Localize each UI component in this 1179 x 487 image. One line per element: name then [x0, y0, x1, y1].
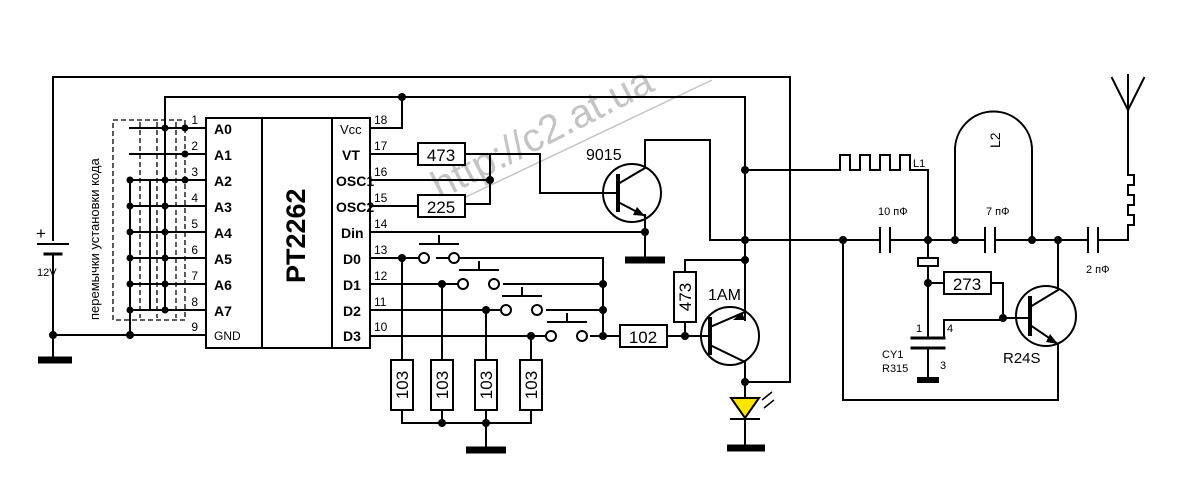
led	[727, 391, 775, 452]
capacitor-c3-label: 2 пФ	[1086, 264, 1110, 276]
transistor-9015-label: 9015	[586, 147, 622, 164]
ic-name: PT2262	[281, 188, 311, 283]
osc-wires	[369, 153, 665, 264]
pin-label: GND	[214, 329, 241, 343]
pin-label: VT	[342, 147, 360, 163]
pin-number: 10	[374, 320, 388, 334]
key-junctions	[398, 254, 607, 427]
push-buttons	[418, 235, 588, 342]
pin-number: 6	[191, 243, 198, 257]
ic-pt2262	[205, 117, 371, 349]
pin-label: A5	[214, 251, 232, 267]
top-rails	[52, 76, 791, 383]
pin-number: 15	[374, 191, 388, 205]
pin-label: D1	[343, 277, 361, 293]
resonator-part: R315	[882, 363, 908, 375]
pin-label: A4	[214, 225, 232, 241]
jumper-dots	[126, 124, 189, 314]
pin-label: A6	[214, 277, 232, 293]
resistor-rf-value: 273	[953, 275, 981, 294]
capacitors	[879, 227, 1099, 253]
pin-number: 13	[374, 243, 388, 257]
pin-number: 4	[191, 191, 198, 205]
transistor-1am-label: 1AM	[708, 287, 741, 304]
pin-number: 9	[191, 320, 198, 334]
resistor-osc	[417, 194, 466, 218]
resistor-pd-value: 103	[393, 371, 412, 399]
rf-wires	[744, 154, 1129, 401]
resonator-pin1: 1	[916, 323, 922, 335]
pin-label: A1	[214, 147, 232, 163]
resistor-pd-value: 103	[433, 371, 452, 399]
pin-label: D2	[343, 303, 361, 319]
junction	[398, 93, 406, 101]
led-resistor	[673, 259, 746, 337]
battery-plus: +	[36, 224, 46, 243]
jumper-label: перемычки установки кода	[87, 158, 102, 320]
pin-number: 5	[191, 217, 198, 231]
capacitor-c1-label: 10 пФ	[878, 206, 908, 218]
pin-label: D3	[343, 328, 361, 344]
resonator-cy1	[910, 239, 1001, 383]
junction	[1054, 236, 1062, 244]
pin-number: 2	[191, 139, 198, 153]
transistor-r24s	[1015, 285, 1077, 347]
inductor-l2	[954, 110, 1033, 241]
pin-number: 7	[191, 269, 198, 283]
pin-label: OSC1	[336, 173, 374, 189]
resistor-vt-value: 473	[427, 146, 455, 165]
inductor-l1-label: L1	[913, 158, 925, 170]
ic-right-pins: 18 Vcc 17 VT 16 OSC1 15 OSC2 14 Din 13 D…	[336, 113, 388, 344]
transistor-r24s-label: R24S	[1003, 350, 1041, 367]
pin-number: 11	[374, 295, 387, 309]
resistor-led-value: 473	[676, 283, 695, 311]
resistor-pd-value: 103	[477, 371, 496, 399]
watermark: http://c2.at.ua	[424, 58, 661, 208]
pin-number: 3	[191, 165, 198, 179]
pin-label: A0	[214, 121, 232, 137]
resonator-pin3: 3	[940, 360, 946, 372]
battery-12v	[37, 243, 72, 364]
resonator-name: CY1	[882, 349, 903, 361]
resonator-pin4: 4	[947, 323, 953, 335]
pin-label: A3	[214, 199, 232, 215]
ic-left-pins: 1 A0 2 A1 3 A2 4 A3 5 A4 6 A5 7 A6 8 A7 …	[191, 113, 241, 343]
inductor-l2-label: L2	[987, 132, 1003, 148]
battery-voltage: 12V	[37, 267, 57, 279]
pin-label: Din	[341, 225, 364, 241]
pin-label: Vcc	[340, 122, 362, 137]
resistor-pd-value: 103	[522, 371, 541, 399]
pin-number: 12	[374, 269, 388, 283]
pin-number: 8	[191, 295, 198, 309]
transistor-9015	[602, 139, 746, 241]
junction	[839, 236, 847, 244]
resistor-osc-value: 225	[427, 198, 455, 217]
resistor-base-value: 102	[629, 328, 657, 347]
pin-number: 14	[374, 217, 388, 231]
pin-label: A7	[214, 303, 232, 319]
junction	[49, 331, 57, 339]
pin-label: A2	[214, 173, 232, 189]
junction	[486, 176, 494, 184]
pin-number: 1	[191, 113, 198, 127]
watermark-underline	[429, 79, 713, 215]
key-wires	[369, 257, 621, 361]
rf-res-wire	[990, 282, 1031, 319]
pin-number: 16	[374, 165, 388, 179]
pin-number: 17	[374, 139, 388, 153]
antenna	[1110, 74, 1146, 241]
pin-label: OSC2	[336, 199, 374, 215]
transistor-1am	[700, 306, 760, 399]
pin-number: 18	[374, 113, 388, 127]
junction	[741, 256, 749, 264]
junction	[741, 378, 749, 386]
pulldown-resistors	[390, 359, 543, 454]
capacitor-c2-label: 7 пФ	[986, 206, 1010, 218]
resistor-vt	[417, 142, 466, 166]
pin-label: D0	[343, 251, 361, 267]
junction	[641, 228, 649, 236]
